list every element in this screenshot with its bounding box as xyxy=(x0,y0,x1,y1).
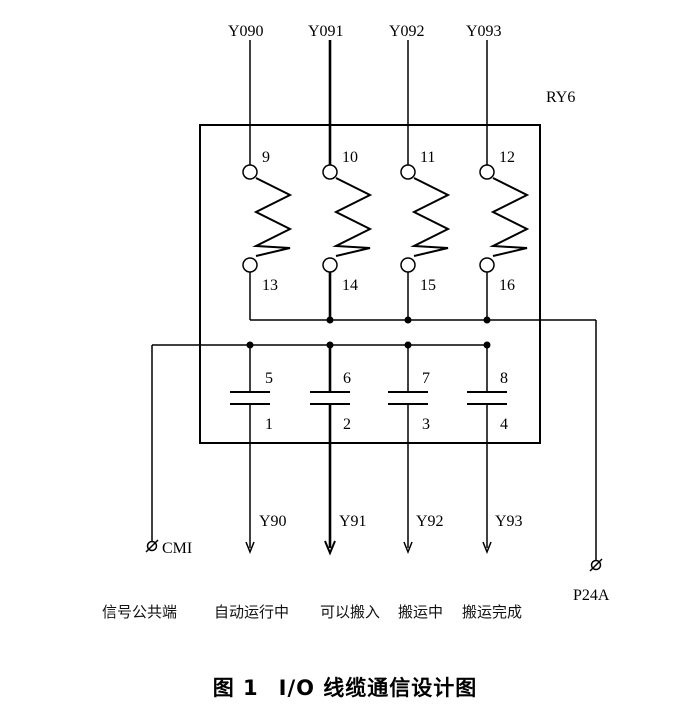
contact-terminal-13 xyxy=(242,257,258,273)
description-transfer-complete: 搬运完成 xyxy=(462,603,523,621)
junction-dot xyxy=(326,316,334,324)
channel-4 xyxy=(467,40,530,555)
pin-number: 8 xyxy=(500,370,508,387)
relay-coil-1 xyxy=(252,177,293,257)
pin-number: 13 xyxy=(262,277,278,294)
cmi-terminal-icon xyxy=(145,539,159,553)
relay-module-box xyxy=(199,124,541,444)
relay-coil-2 xyxy=(332,177,373,257)
module-label: RY6 xyxy=(546,89,575,106)
pin-number: 6 xyxy=(343,370,351,387)
pin-number: 2 xyxy=(343,416,351,433)
contact-terminal-11 xyxy=(400,164,416,180)
description-signal-common: 信号公共端 xyxy=(102,603,178,621)
input-label: Y091 xyxy=(308,23,344,40)
junction-dot xyxy=(483,341,491,349)
junction-dot xyxy=(246,341,254,349)
output-arrow-3 xyxy=(403,541,413,555)
p24a-label: P24A xyxy=(573,587,610,604)
output-label: Y93 xyxy=(495,513,523,530)
common-bus xyxy=(145,341,491,553)
pin-number: 9 xyxy=(262,149,270,166)
contact-terminal-15 xyxy=(400,257,416,273)
contact-terminal-10 xyxy=(322,164,338,180)
output-arrow-2 xyxy=(324,540,336,556)
junction-dot xyxy=(326,341,334,349)
output-arrow-4 xyxy=(482,541,492,555)
contact-terminal-16 xyxy=(479,257,495,273)
input-label: Y093 xyxy=(466,23,502,40)
contact-terminal-14 xyxy=(322,257,338,273)
pin-number: 10 xyxy=(342,149,358,166)
pin-number: 5 xyxy=(265,370,273,387)
channel-1 xyxy=(230,40,293,555)
output-arrow-1 xyxy=(245,541,255,555)
pin-number: 1 xyxy=(265,416,273,433)
cmi-label: CMI xyxy=(162,540,192,557)
pin-number: 15 xyxy=(420,277,436,294)
pin-number: 11 xyxy=(420,149,435,166)
junction-dot xyxy=(404,316,412,324)
contact-terminal-9 xyxy=(242,164,258,180)
channel-2 xyxy=(310,40,373,556)
figure-number: 图 1 xyxy=(212,676,259,700)
pin-number: 14 xyxy=(342,277,358,294)
output-label: Y92 xyxy=(416,513,444,530)
pin-number: 7 xyxy=(422,370,430,387)
relay-coil-4 xyxy=(489,177,530,257)
junction-dot xyxy=(483,316,491,324)
description-ready-to-load: 可以搬入 xyxy=(320,603,381,621)
contact-terminal-12 xyxy=(479,164,495,180)
pin-number: 12 xyxy=(499,149,515,166)
description-auto-running: 自动运行中 xyxy=(214,603,290,621)
input-label: Y092 xyxy=(389,23,425,40)
pin-number: 3 xyxy=(422,416,430,433)
pin-number: 4 xyxy=(500,416,508,433)
p24a-terminal-icon xyxy=(589,558,603,572)
junction-dot xyxy=(404,341,412,349)
output-label: Y91 xyxy=(339,513,367,530)
power-bus xyxy=(250,316,603,572)
relay-coil-3 xyxy=(410,177,451,257)
figure-caption: 图 1 I/O 线缆通信设计图 xyxy=(0,672,690,702)
pin-number: 16 xyxy=(499,277,515,294)
output-label: Y90 xyxy=(259,513,287,530)
channel-3 xyxy=(388,40,451,555)
input-label: Y090 xyxy=(228,23,264,40)
figure-title: I/O 线缆通信设计图 xyxy=(278,676,478,700)
description-transferring: 搬运中 xyxy=(398,603,444,621)
